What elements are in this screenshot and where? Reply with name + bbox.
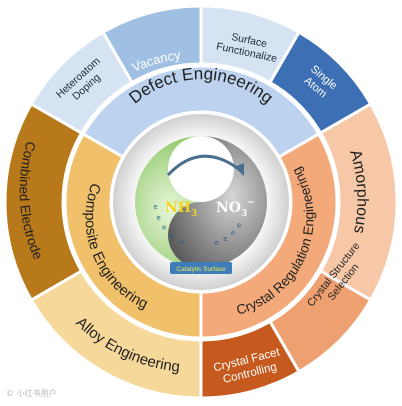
electron-right: e bbox=[215, 239, 219, 247]
arrow-head-icon bbox=[234, 163, 244, 176]
nitrate-label: NO3− bbox=[216, 198, 255, 219]
electron-right: e bbox=[231, 229, 235, 237]
electron-right: e bbox=[237, 222, 241, 230]
catalytic-surface-bar bbox=[170, 262, 232, 274]
watermark: © 小红书用户 bbox=[6, 389, 57, 398]
catalytic-surface-label: Catalytic Surface bbox=[176, 266, 226, 273]
segment-crystal bbox=[199, 131, 339, 340]
electron-left: e bbox=[170, 232, 174, 240]
ammonia-label: NH3 bbox=[165, 200, 197, 219]
segment-heteroatom bbox=[29, 30, 135, 136]
conversion-arrow bbox=[166, 154, 241, 177]
segment-composite bbox=[63, 131, 203, 340]
electron-left: e bbox=[179, 238, 183, 246]
outer-ring bbox=[3, 4, 399, 400]
middle-ring bbox=[63, 64, 339, 340]
segment-defect bbox=[81, 64, 321, 160]
electron-left: e bbox=[153, 203, 157, 211]
electron-left: e bbox=[157, 214, 161, 222]
electron-right: e bbox=[223, 235, 227, 243]
electron-left: e bbox=[162, 224, 166, 232]
